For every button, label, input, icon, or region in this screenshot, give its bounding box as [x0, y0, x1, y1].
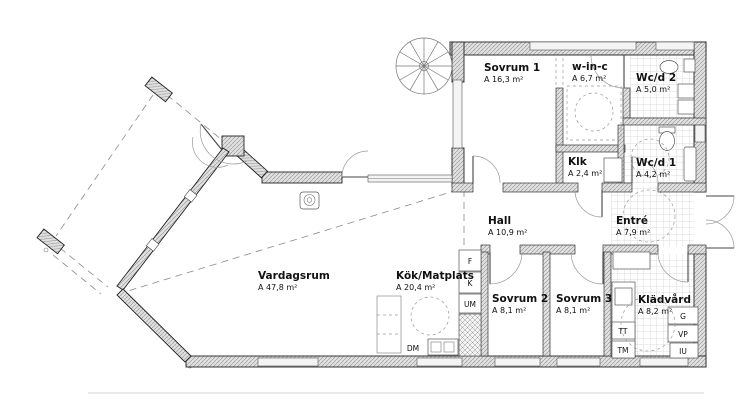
room-area-klk: A 2,4 m²	[568, 169, 602, 178]
spiral-stair	[395, 37, 453, 95]
room-area-wcd2: A 5,0 m²	[636, 85, 670, 94]
fixtures	[299, 58, 699, 359]
kitchen-fixtures	[376, 295, 459, 356]
door-sovrum1	[472, 155, 501, 184]
entre-closet	[612, 251, 651, 270]
room-label-wcd1: Wc/d 1	[636, 157, 676, 169]
room-label-sovrum2: Sovrum 2	[492, 293, 548, 305]
door-terrace	[341, 150, 369, 178]
appliance-label-fridge: K	[468, 279, 474, 288]
klk-cabinet	[603, 157, 623, 183]
room-area-sovrum3: A 8,1 m²	[556, 306, 590, 315]
room-label-vardagsrum: Vardagsrum	[258, 270, 330, 282]
room-label-wcd2: Wc/d 2	[636, 72, 676, 84]
door-wcd2	[590, 54, 625, 89]
terrace-post	[144, 76, 173, 103]
door-sovrum3	[570, 251, 604, 285]
appliance-label-dryer: TT	[617, 327, 627, 336]
room-label-winc: w-in-c	[572, 61, 608, 73]
wcd1-fixtures	[630, 126, 697, 182]
room-labels: Sovrum 1 A 16,3 m² w-in-c A 6,7 m² Wc/d …	[258, 61, 691, 316]
door-entry-double	[705, 195, 735, 249]
door-klk	[574, 189, 603, 218]
door-glass-wall	[192, 123, 248, 168]
room-label-hall: Hall	[488, 215, 511, 227]
appliance-label-heatpump: VP	[678, 330, 688, 339]
room-label-kok: Kök/Matplats	[396, 270, 474, 282]
room-area-entre: A 7,9 m²	[616, 228, 650, 237]
room-label-kladvard: Klädvård	[638, 293, 691, 306]
appliance-labels: F K UM DM TT TM G VP IU	[407, 257, 688, 356]
room-area-hall: A 10,9 m²	[488, 228, 527, 237]
door-kladvard	[657, 251, 689, 283]
room-label-sovrum3: Sovrum 3	[556, 293, 612, 305]
room-area-winc: A 6,7 m²	[572, 74, 606, 83]
wcd2-fixtures	[659, 58, 696, 115]
room-area-kok: A 20,4 m²	[396, 283, 435, 292]
doors	[192, 54, 735, 285]
appliance-label-iu: IU	[679, 347, 687, 356]
door-sovrum2	[489, 251, 523, 285]
room-area-wcd1: A 4,2 m²	[636, 170, 670, 179]
windows	[257, 41, 706, 367]
room-label-sovrum1: Sovrum 1	[484, 62, 540, 74]
terrace-outline	[36, 76, 465, 369]
interior-walls	[451, 52, 707, 357]
room-area-vardagsrum: A 47,8 m²	[258, 283, 297, 292]
door-wcd1	[631, 156, 659, 184]
sink	[427, 338, 459, 356]
appliance-label-oven-micro: UM	[464, 300, 476, 309]
room-area-kladvard: A 8,2 m²	[638, 307, 672, 316]
kladvard-fixtures	[611, 281, 699, 359]
appliance-label-freezer: F	[468, 257, 472, 266]
fireplace	[299, 191, 320, 210]
room-area-sovrum2: A 8,1 m²	[492, 306, 526, 315]
appliance-column	[458, 249, 482, 357]
appliance-label-dishwasher: DM	[407, 344, 419, 353]
room-label-entre: Entré	[616, 215, 648, 227]
appliance-label-washer: TM	[616, 346, 628, 355]
terrace-post	[36, 228, 65, 255]
room-label-klk: Klk	[568, 156, 588, 168]
appliance-label-wardrobe: G	[680, 312, 686, 321]
room-area-sovrum1: A 16,3 m²	[484, 75, 523, 84]
